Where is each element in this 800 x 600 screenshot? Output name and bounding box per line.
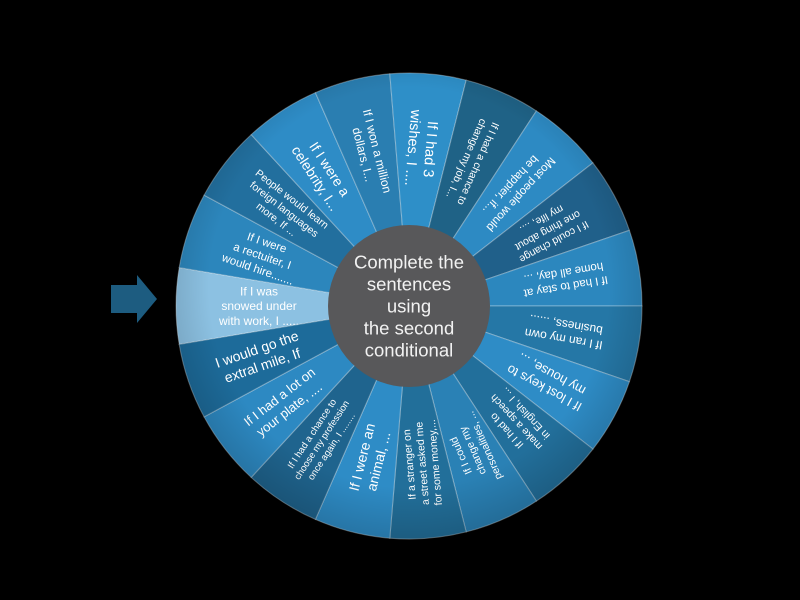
wheel-segment-label: If a stranger ona street asked mefor som… — [400, 419, 445, 508]
wheel-hub — [328, 225, 490, 387]
pointer-arrow — [111, 275, 157, 323]
